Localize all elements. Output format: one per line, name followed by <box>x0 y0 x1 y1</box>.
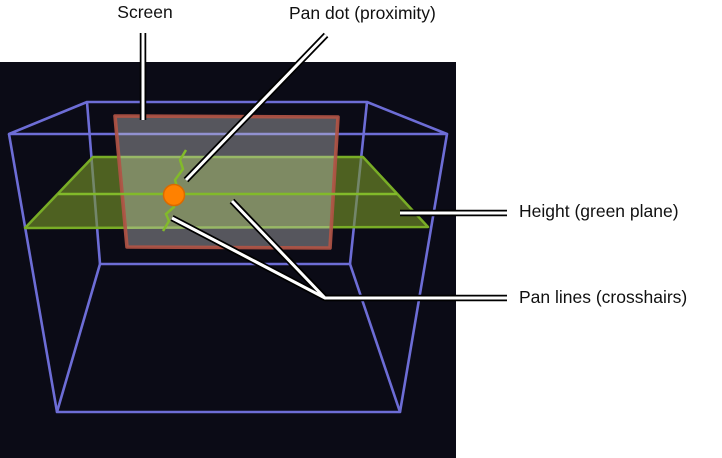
box-wireframe <box>7 100 449 414</box>
pan-dot-callout <box>184 33 328 182</box>
box-front-right-edge <box>398 133 449 413</box>
pan-lines-label: Pan lines (crosshairs) <box>519 287 688 307</box>
pan-lines-callout <box>171 199 507 300</box>
height-label: Height (green plane) <box>519 201 679 221</box>
pan-dot <box>162 183 186 207</box>
screen-plane <box>113 114 340 250</box>
box-bottom-face <box>55 262 402 414</box>
box-front-left-edge <box>7 133 59 413</box>
pan-dot-label: Pan dot (proximity) <box>289 3 436 23</box>
callout-lines <box>141 33 507 300</box>
viewport-background <box>0 62 456 458</box>
height-plane <box>23 155 430 230</box>
screen-label: Screen <box>117 2 173 22</box>
